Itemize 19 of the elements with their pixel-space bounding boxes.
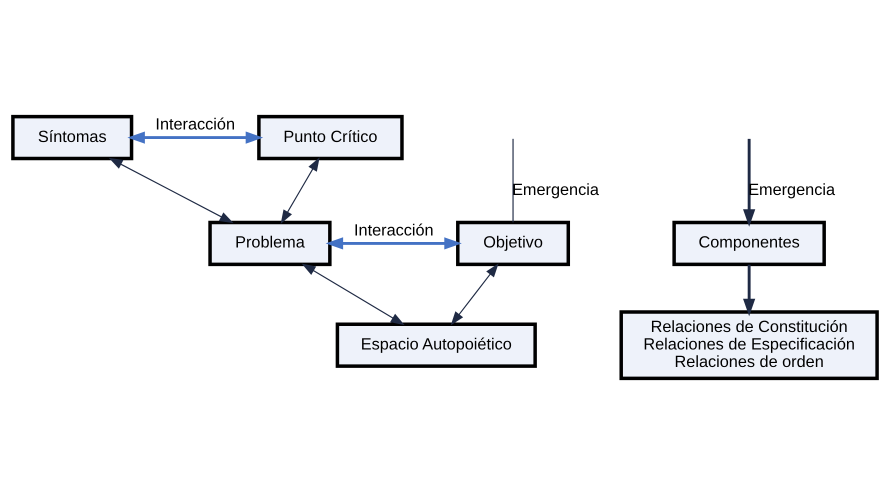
node-box: Espacio Autopoiético (336, 322, 537, 368)
arrow (302, 264, 405, 326)
arrow (108, 158, 234, 224)
arrow (743, 264, 756, 316)
node-box: Problema (208, 220, 332, 266)
node-box: Relaciones de Constitución Relaciones de Especificación Relaciones de orden (619, 310, 879, 380)
edge-label: Emergencia (512, 180, 599, 199)
node-box: Síntomas (11, 114, 134, 160)
edge-label: Interacción (155, 116, 236, 134)
arrow (280, 157, 320, 224)
arrow (743, 138, 756, 227)
edge-label: Interacción (354, 222, 434, 240)
node-box: Punto Crítico (257, 114, 404, 160)
node-box: Objetivo (456, 220, 570, 266)
node-box: Componentes (672, 220, 826, 266)
connector (512, 138, 514, 222)
arrow (127, 131, 264, 144)
arrow (450, 263, 499, 326)
arrow (326, 237, 462, 250)
